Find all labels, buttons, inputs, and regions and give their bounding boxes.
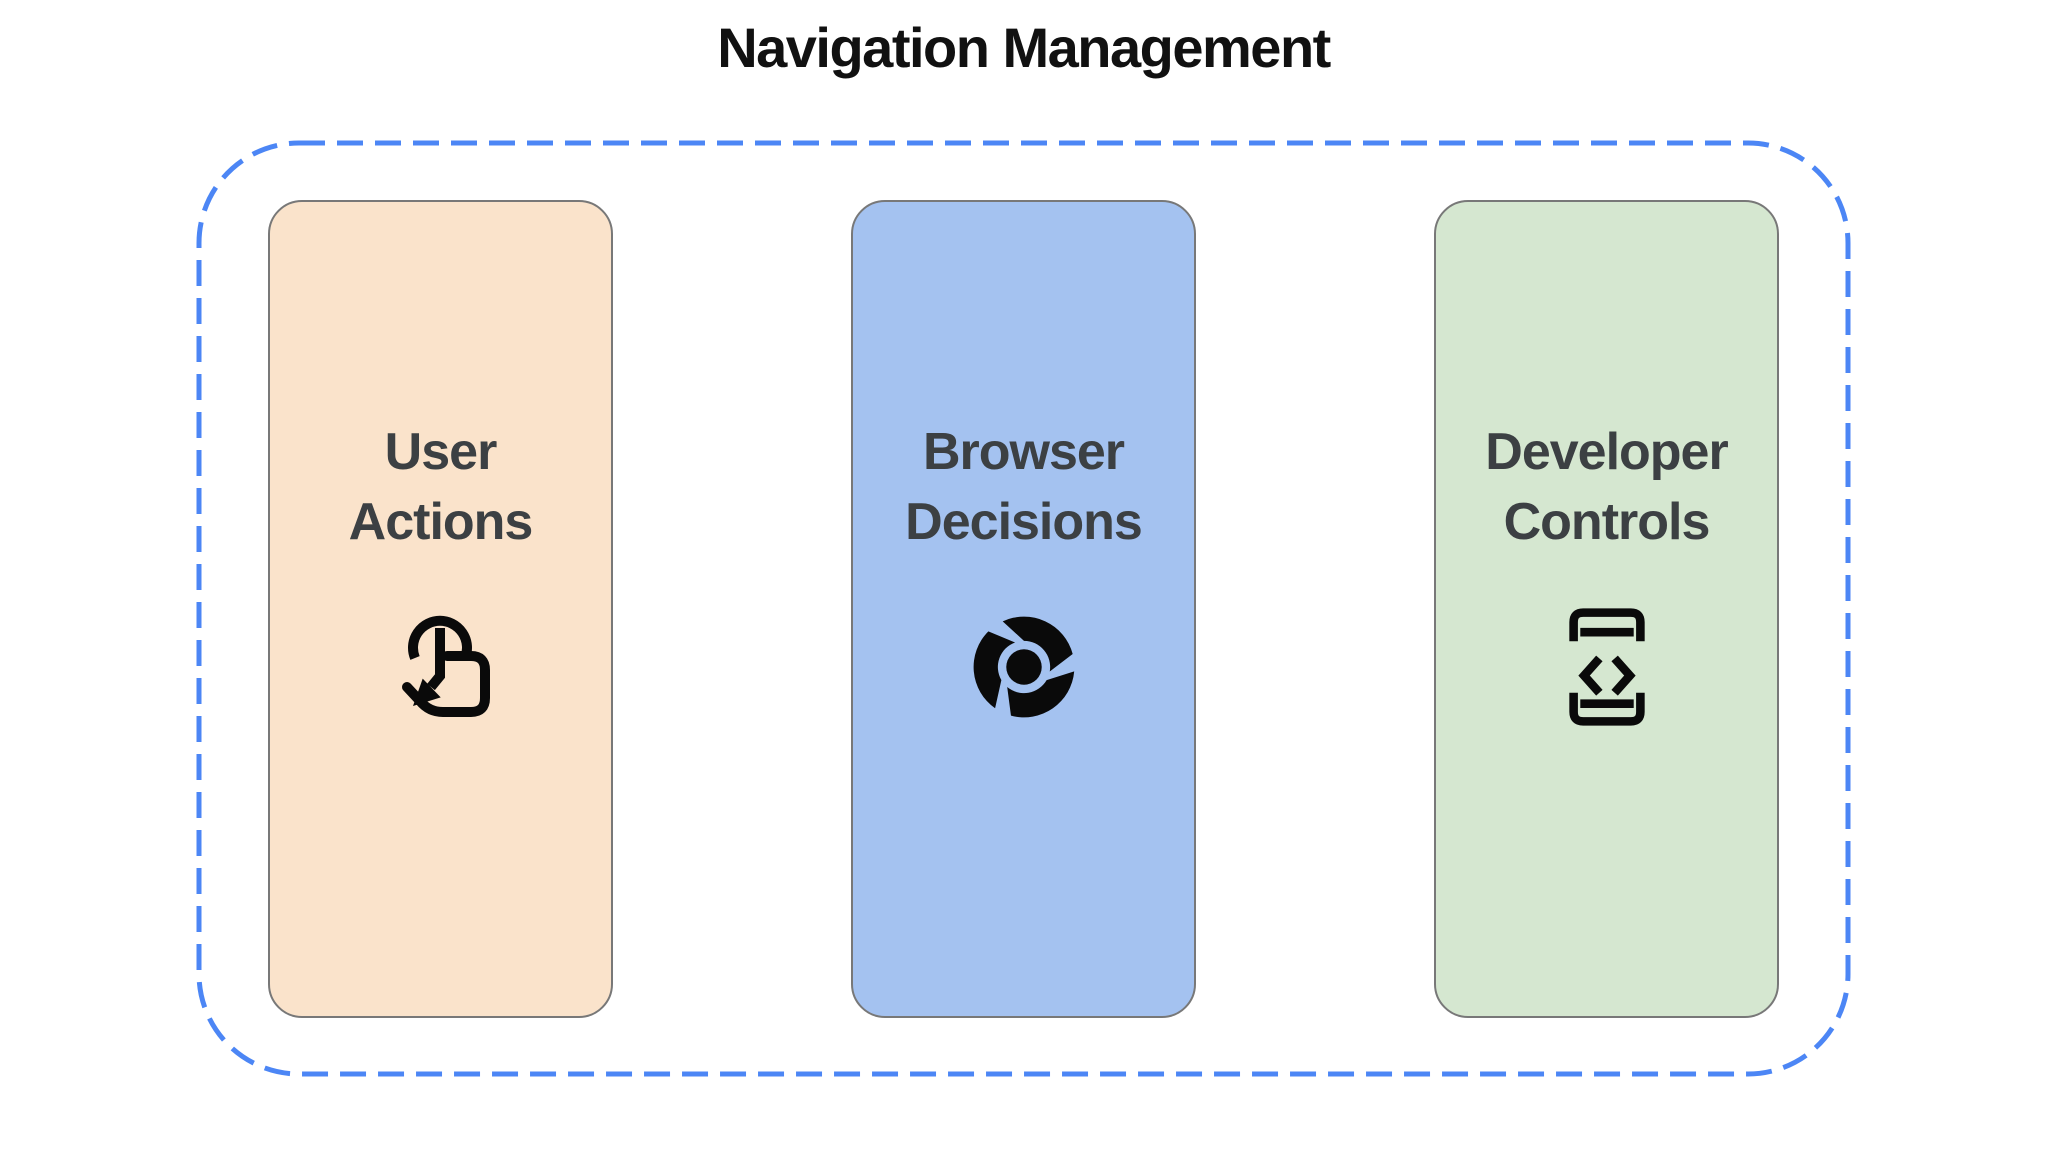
touch-gesture-icon [401, 615, 490, 717]
navigation-management-group: User Actions Browser Decisions [196, 140, 1851, 1077]
card-label: Developer Controls [1485, 422, 1728, 551]
card-label: User Actions [348, 422, 534, 551]
card-label: Browser Decisions [905, 422, 1143, 551]
dashed-group-border [196, 140, 1851, 1077]
card-user-actions: User Actions [268, 199, 613, 1018]
icon-wrap [385, 593, 497, 741]
icon-wrap [968, 593, 1080, 741]
icon-wrap [1561, 593, 1653, 741]
page-title: Navigation Management [717, 16, 1331, 79]
cards-row: User Actions Browser Decisions [196, 140, 1851, 1077]
card-browser-decisions: Browser Decisions [851, 199, 1196, 1018]
developer-mode-icon [1568, 607, 1645, 726]
card-developer-controls: Developer Controls [1434, 199, 1779, 1018]
dashed-border-rect [196, 140, 1851, 1077]
chrome-icon [973, 616, 1074, 717]
